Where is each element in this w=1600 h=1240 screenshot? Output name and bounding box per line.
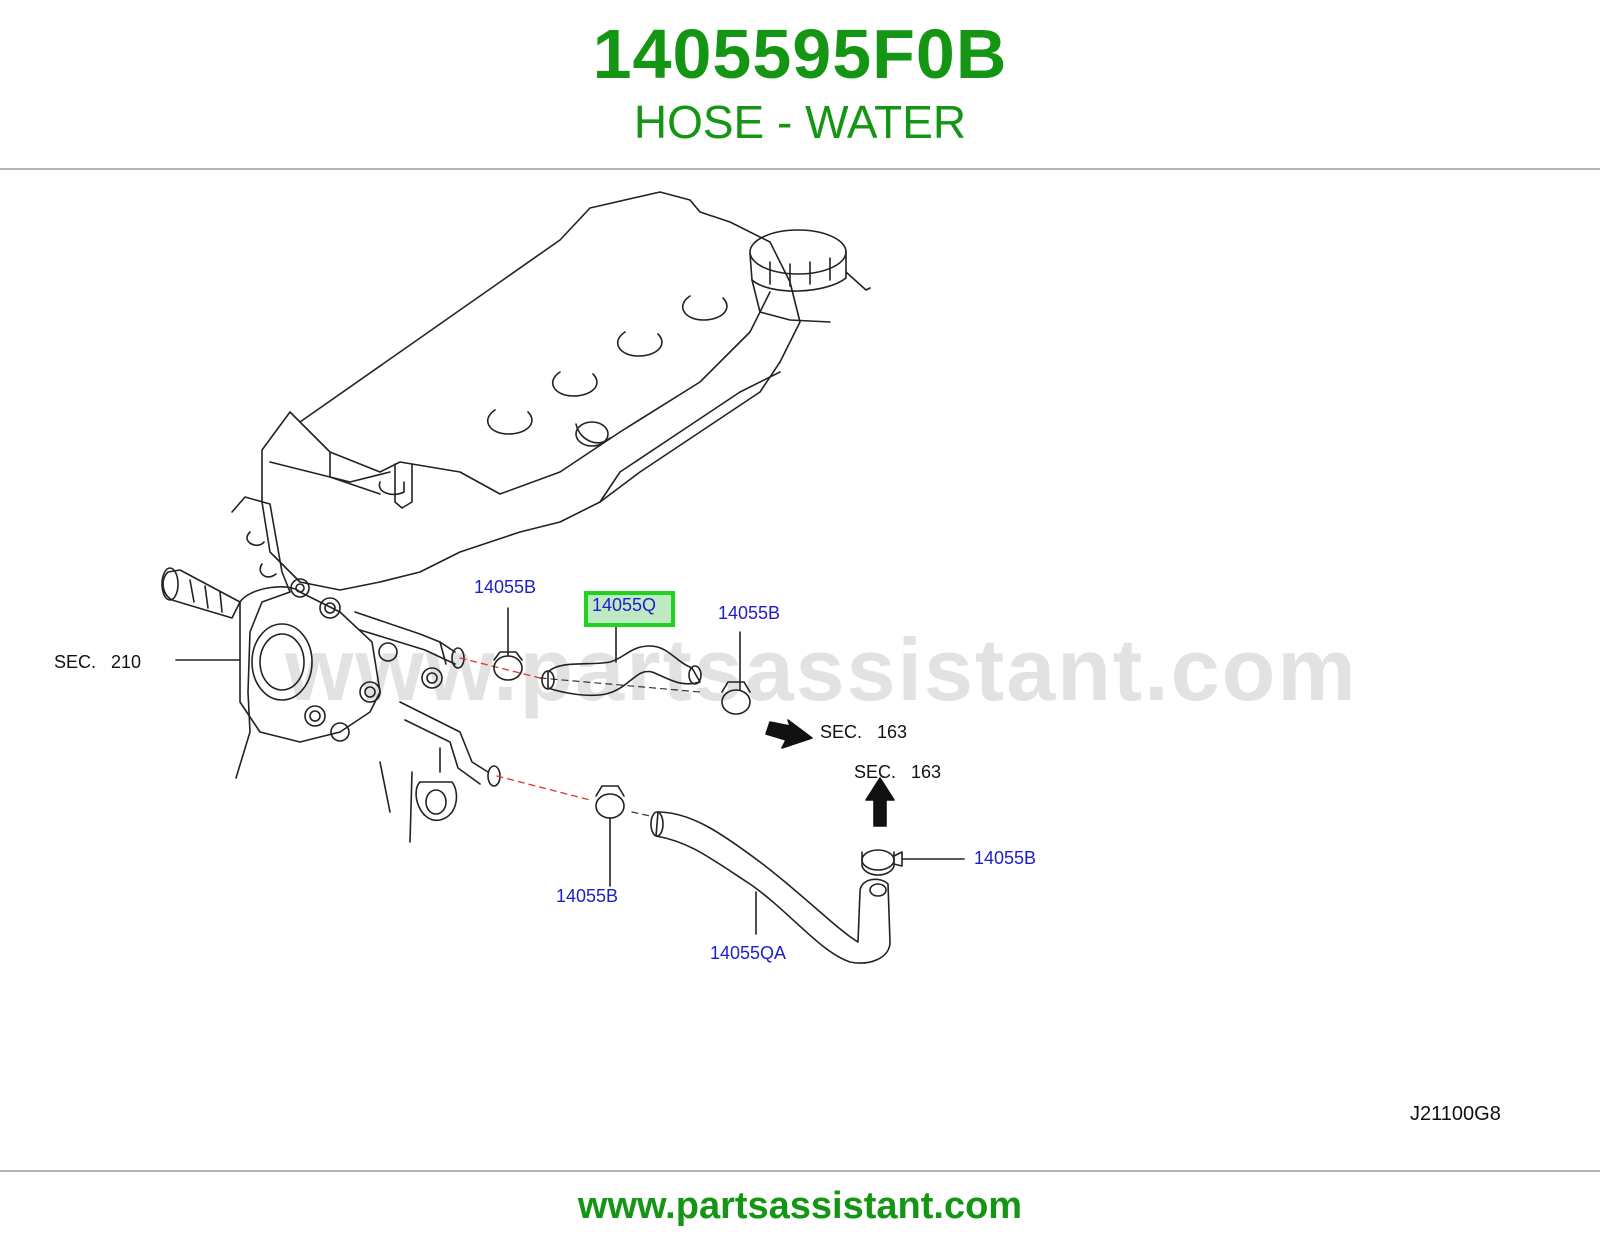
callout-clamp-bottom-right[interactable]: 14055B <box>974 848 1037 868</box>
page-header: 1405595F0B HOSE - WATER <box>0 0 1600 168</box>
engine-line-drawing <box>161 191 965 964</box>
selected-part-highlight <box>584 591 675 627</box>
callout-hose-selected[interactable]: 14055Q <box>592 595 657 615</box>
diagram-code: J21100G8 <box>1410 1103 1501 1125</box>
plug-hole-1 <box>486 409 533 435</box>
callout-clamp-bottom-left[interactable]: 14055B <box>556 886 619 906</box>
lower-outlet <box>415 781 458 821</box>
section-ref-163-right[interactable]: SEC. 163 <box>820 722 908 742</box>
hose-nipple-lower <box>399 701 489 785</box>
footer-divider <box>0 1170 1600 1172</box>
plug-hole-3 <box>616 331 663 357</box>
plug-hole-2 <box>551 371 598 397</box>
arrow-to-sec-163-right <box>765 719 813 749</box>
header-divider <box>0 168 1600 170</box>
arrow-to-sec-163-top <box>865 777 895 827</box>
rocker-cover-outline <box>261 191 801 591</box>
watermark: www.partsassistant.com <box>285 620 1358 719</box>
clamp-bottom-left <box>595 793 625 819</box>
hose-14055q <box>547 645 701 697</box>
oil-filler-cap <box>749 229 847 275</box>
parts-diagram: www.partsassistant.com <box>0 172 1600 1168</box>
footer-website-link[interactable]: www.partsassistant.com <box>577 1185 1023 1227</box>
clamp-top-right <box>721 689 751 715</box>
engine-block-side <box>231 496 291 779</box>
callout-clamp-top-right[interactable]: 14055B <box>718 603 781 623</box>
clamp-top-left <box>493 655 523 681</box>
cover-bolt <box>394 463 413 509</box>
part-name-subtitle: HOSE - WATER <box>633 96 967 148</box>
plug-hole-4 <box>681 295 728 321</box>
hose-nipple-upper <box>354 611 456 665</box>
hose-14055qa <box>655 811 891 964</box>
part-number-title: 1405595F0B <box>592 15 1008 93</box>
callout-clamp-top-left[interactable]: 14055B <box>474 577 537 597</box>
clamp-bottom-right <box>861 849 895 871</box>
outlet-pipe-left <box>162 569 241 619</box>
section-ref-210[interactable]: SEC. 210 <box>54 652 142 672</box>
callout-hose-lower[interactable]: 14055QA <box>710 943 787 963</box>
section-ref-163-top[interactable]: SEC. 163 <box>854 762 942 782</box>
